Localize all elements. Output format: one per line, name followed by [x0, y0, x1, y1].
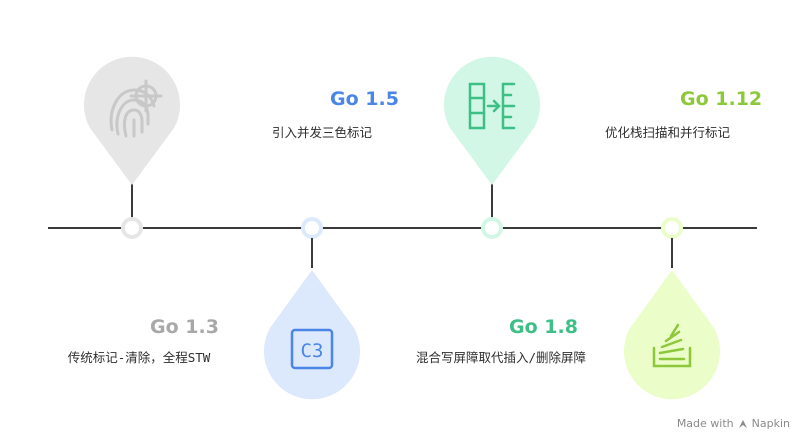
milestone-go13-desc: 传统标记-清除，全程STW — [67, 350, 211, 365]
milestone-go15-node — [301, 217, 323, 239]
milestone-go18-title: Go 1.8 — [509, 316, 578, 338]
stack-scan-icon — [652, 323, 692, 368]
milestone-go112-pin — [624, 238, 720, 400]
milestone-go13-title: Go 1.3 — [150, 316, 219, 338]
milestone-go13-node — [121, 217, 143, 239]
milestone-go15-title: Go 1.5 — [330, 88, 399, 110]
watermark-brand: Napkin — [751, 417, 790, 430]
milestone-go18-node — [481, 217, 503, 239]
made-with-napkin-watermark: Made with Napkin — [677, 417, 790, 430]
insert-arrow-icon — [468, 82, 516, 130]
fingerprint-icon — [109, 79, 163, 138]
milestone-go112-title: Go 1.12 — [680, 88, 763, 110]
c3-icon: C3 — [290, 328, 334, 370]
milestone-go112-desc: 优化栈扫描和并行标记 — [605, 125, 731, 140]
watermark-prefix: Made with — [676, 417, 734, 430]
milestone-go13-pin — [84, 56, 181, 218]
milestone-go15-pin: C3 — [264, 238, 360, 400]
milestone-go112-node — [661, 217, 683, 239]
milestone-go18-desc: 混合写屏障取代插入/删除屏障 — [416, 350, 587, 365]
milestone-go15-desc: 引入并发三色标记 — [272, 125, 373, 140]
napkin-logo-icon — [738, 419, 747, 428]
c3-icon-label: C3 — [301, 340, 324, 362]
milestone-go18-pin — [444, 56, 540, 218]
